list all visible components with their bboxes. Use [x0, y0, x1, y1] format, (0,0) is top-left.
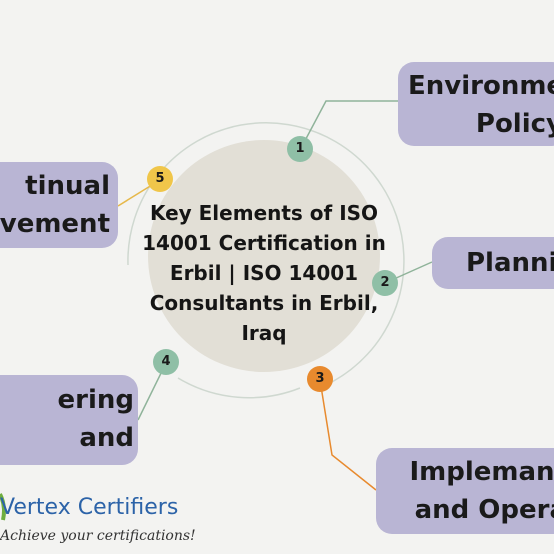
- step-number-badge: 1: [287, 136, 313, 162]
- connector-1: [299, 100, 400, 151]
- brand-name: Vertex Certifiers: [0, 495, 179, 520]
- element-box-monitoring: ering and urement: [0, 375, 138, 465]
- element-label: tinual vement: [0, 171, 110, 239]
- step-number-badge: 5: [147, 166, 173, 192]
- brand-tagline: Achieve your certifications!: [0, 528, 196, 544]
- step-number-badge: 3: [307, 366, 333, 392]
- element-box-continual-improvement: tinual vement: [0, 162, 118, 248]
- element-label: Planni: [466, 248, 554, 278]
- step-number-badge: 2: [372, 270, 398, 296]
- outer-ring-arc-lower: [177, 377, 301, 399]
- element-box-environmental-policy: Environme Policy: [398, 62, 554, 146]
- center-title: Key Elements of ISO 14001 Certification …: [142, 201, 386, 345]
- element-label: Environme Policy: [408, 71, 554, 139]
- element-box-planning: Planni: [432, 237, 554, 289]
- center-circle: [148, 140, 380, 372]
- brand-logo-mark: [0, 493, 6, 521]
- element-box-implementation: Implemant and Opera: [376, 448, 554, 534]
- element-label: ering and urement: [9, 385, 134, 465]
- element-label: Implemant and Opera: [409, 457, 554, 525]
- step-number-badge: 4: [153, 349, 179, 375]
- connector-3: [319, 379, 377, 491]
